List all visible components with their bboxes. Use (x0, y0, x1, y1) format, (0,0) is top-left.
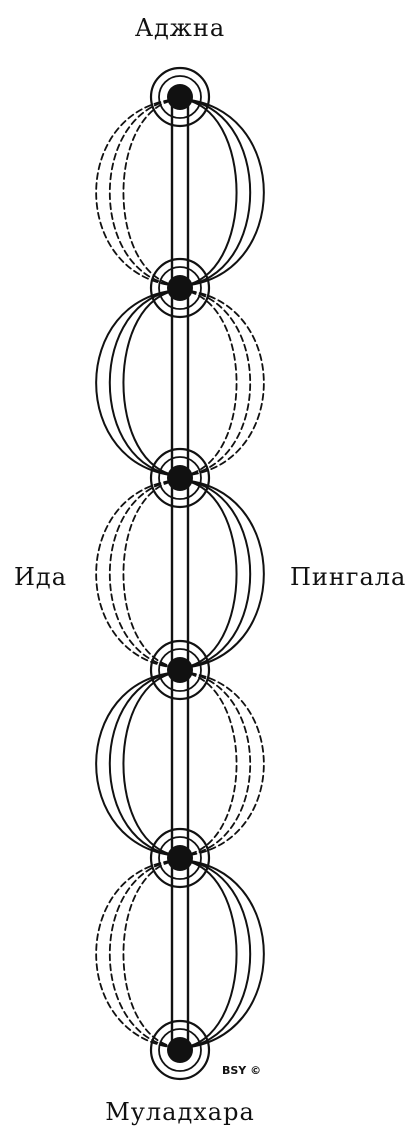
chakra-5-core (167, 845, 193, 871)
arc-4-right-dashed-3 (180, 672, 264, 856)
arc-5-left-dashed-3 (96, 860, 180, 1048)
sushumna-channel (172, 97, 188, 1050)
arc-2-right-dashed-3 (180, 290, 264, 476)
chakra-5 (151, 829, 209, 887)
chakra-4 (151, 641, 209, 699)
chakra-6 (151, 1021, 209, 1079)
arc-3-left-dashed-3 (96, 480, 180, 668)
copyright-mark: BSY © (222, 1064, 261, 1077)
chakra-1 (151, 68, 209, 126)
chakra-1-core (167, 84, 193, 110)
chakra-2 (151, 259, 209, 317)
arc-1-left-dashed-3 (96, 99, 180, 286)
spine-core (172, 97, 188, 1050)
chakra-2-core (167, 275, 193, 301)
chakra-4-core (167, 657, 193, 683)
chakra-3 (151, 449, 209, 507)
arc-4-right-dashed-2 (180, 672, 250, 856)
chakra-6-core (167, 1037, 193, 1063)
chakra-3-core (167, 465, 193, 491)
